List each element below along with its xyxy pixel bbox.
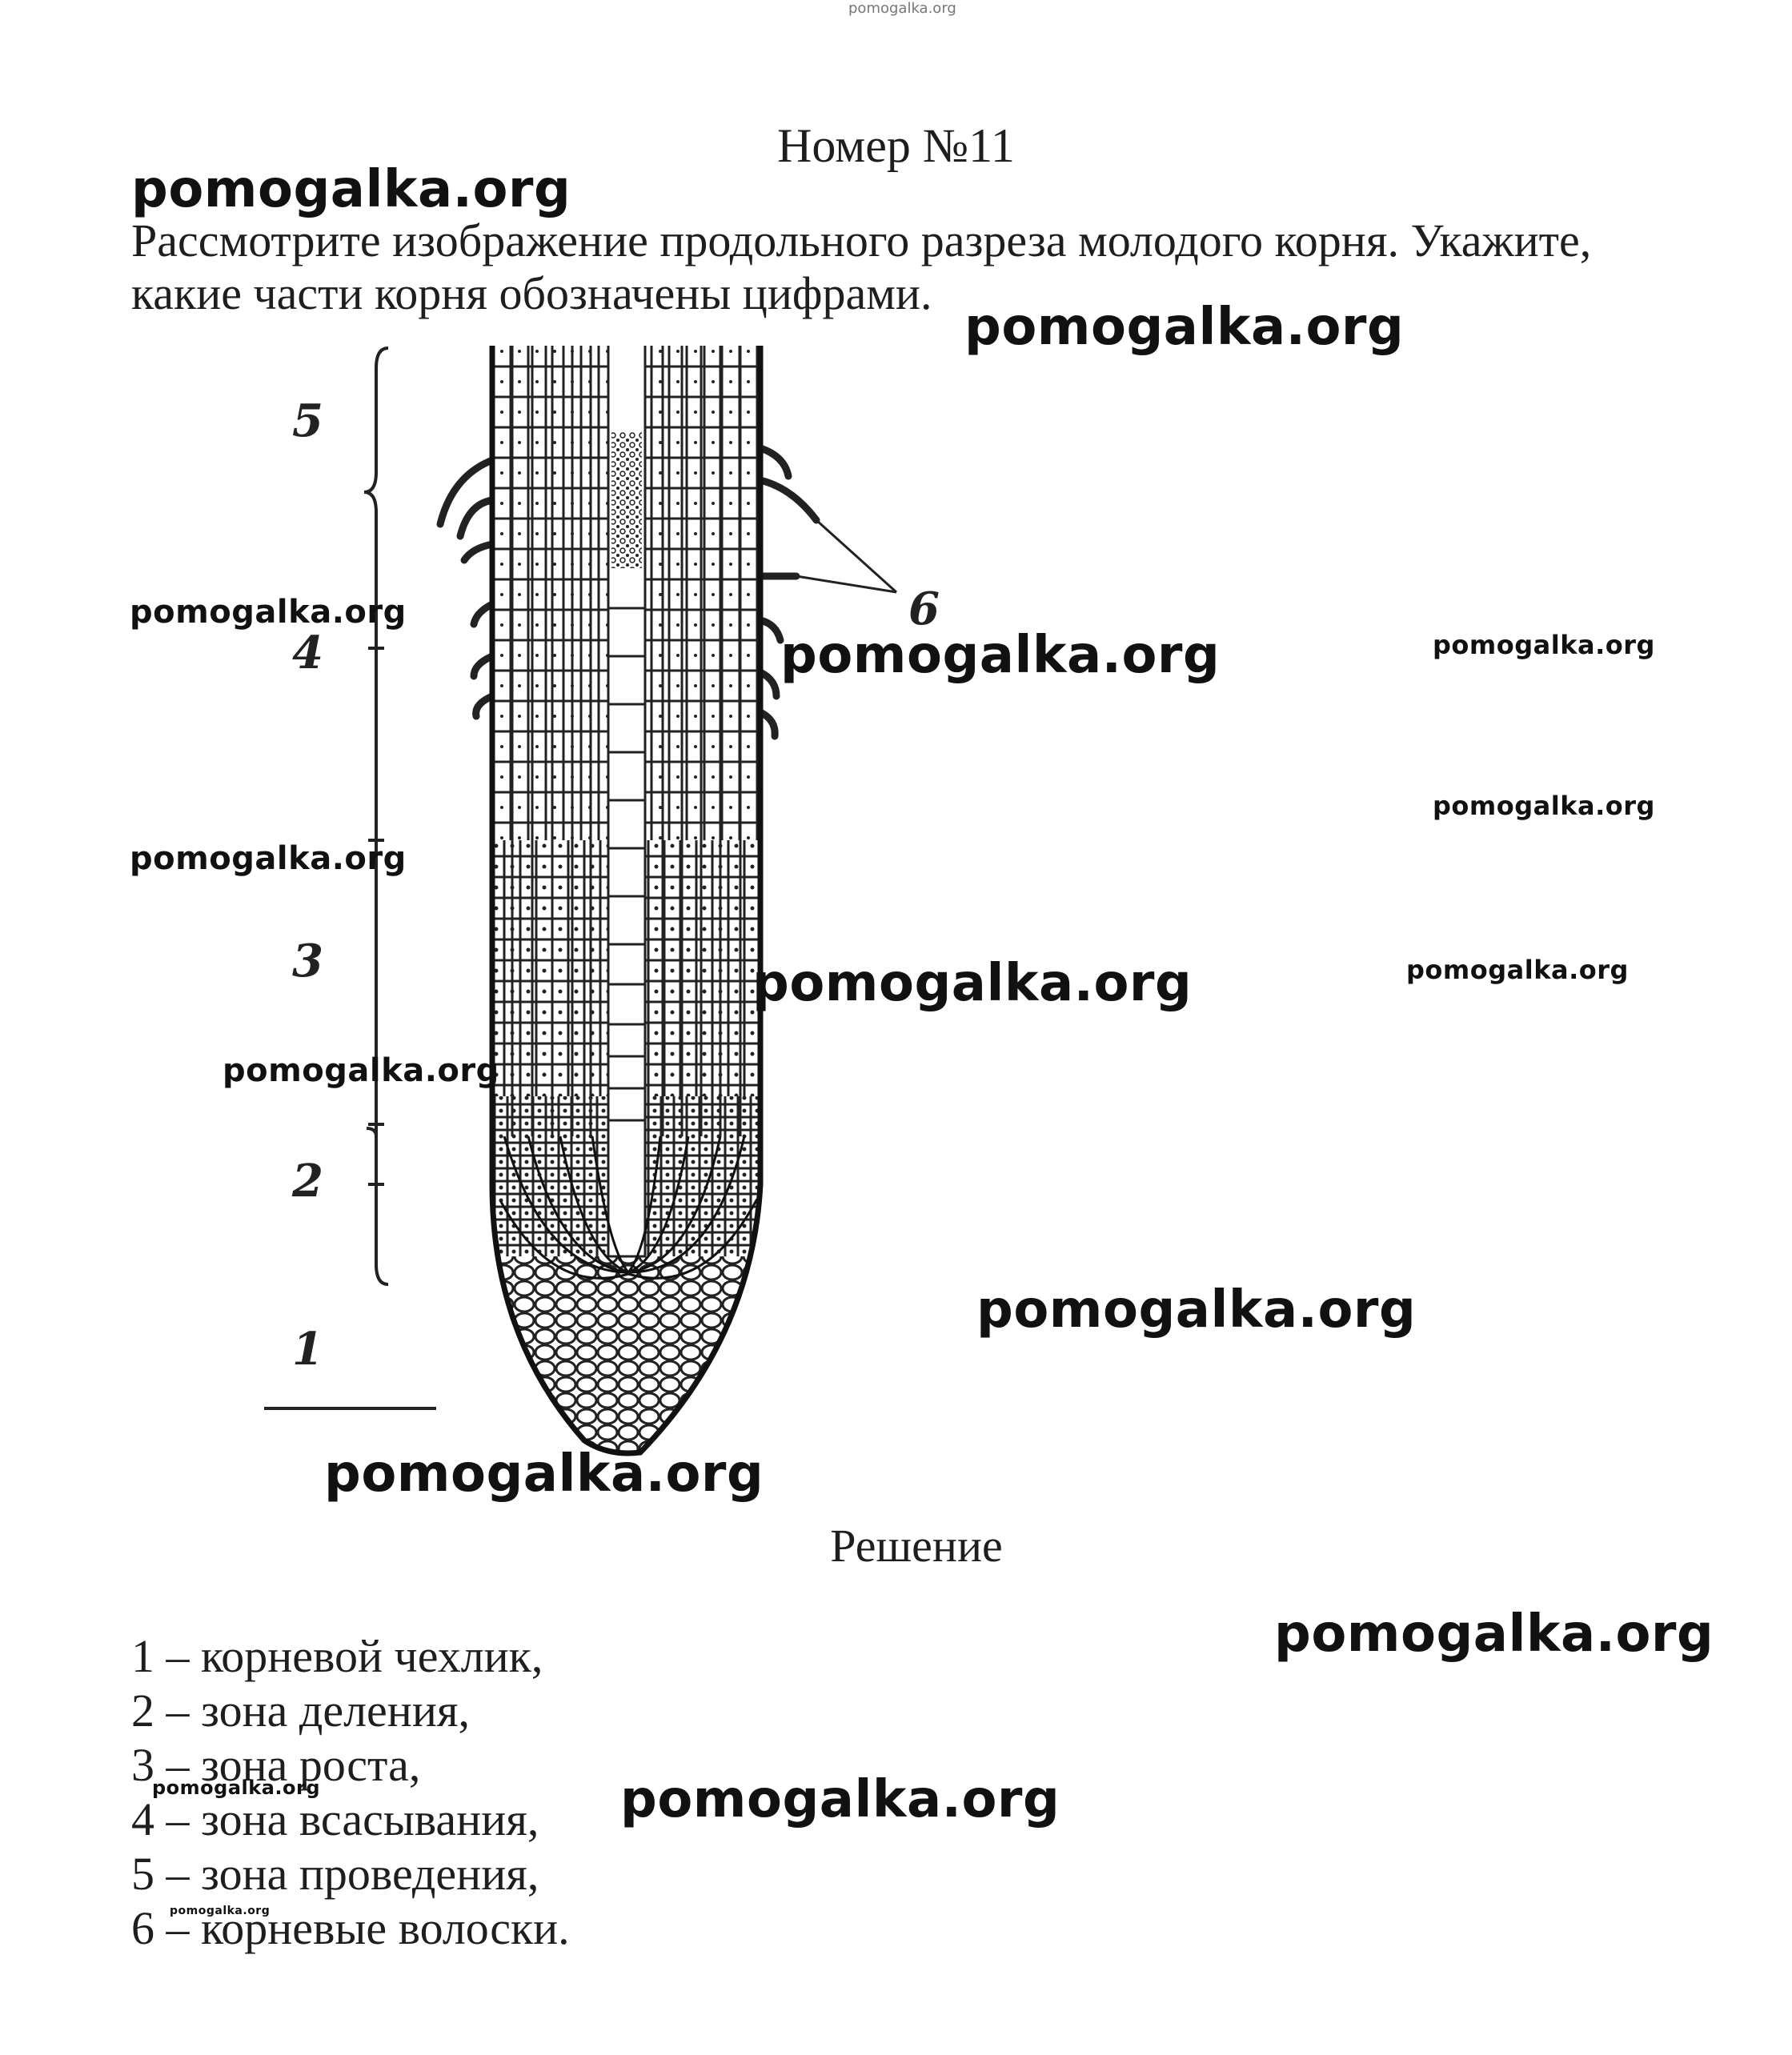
- watermark: pomogalka.org: [1433, 630, 1655, 660]
- watermark: pomogalka.org: [152, 1777, 320, 1799]
- watermark: pomogalka.org: [130, 840, 407, 877]
- watermark: pomogalka.org: [620, 1770, 1060, 1829]
- task-text: Рассмотрите изображение продольного разр…: [131, 214, 1700, 320]
- root-section-figure: 5 4 3 2 1 6: [264, 336, 1000, 1472]
- watermark: pomogalka.org: [1433, 791, 1655, 821]
- solution-title: Решение: [0, 1519, 1792, 1572]
- watermark: pomogalka.org: [780, 626, 1220, 685]
- label-2: 2: [291, 1155, 323, 1208]
- watermark: pomogalka.org: [222, 1052, 499, 1089]
- watermark: pomogalka.org: [324, 1444, 764, 1504]
- watermark: pomogalka.org: [752, 954, 1192, 1013]
- watermark: pomogalka.org: [964, 298, 1404, 357]
- label-5: 5: [292, 395, 323, 447]
- watermark: pomogalka.org: [170, 1905, 270, 1917]
- zone-braces: [264, 348, 436, 1408]
- answer-item-1: 1 – корневой чехлик,: [131, 1629, 570, 1684]
- answer-item-2: 2 – зона деления,: [131, 1684, 570, 1738]
- answer-item-5: 5 – зона проведения,: [131, 1847, 570, 1901]
- watermark: pomogalka.org: [1274, 1604, 1714, 1664]
- watermark: pomogalka.org: [1406, 955, 1629, 985]
- root-body: [488, 344, 764, 1464]
- root-hair-pointers: [796, 520, 896, 592]
- answer-item-4: 4 – зона всасывания,: [131, 1793, 570, 1847]
- watermark: pomogalka.org: [131, 160, 571, 219]
- watermark-top: pomogalka.org: [848, 0, 956, 17]
- label-1: 1: [292, 1323, 323, 1376]
- watermark: pomogalka.org: [130, 594, 407, 631]
- watermark: pomogalka.org: [976, 1280, 1416, 1340]
- label-4: 4: [292, 627, 323, 679]
- label-3: 3: [292, 935, 323, 987]
